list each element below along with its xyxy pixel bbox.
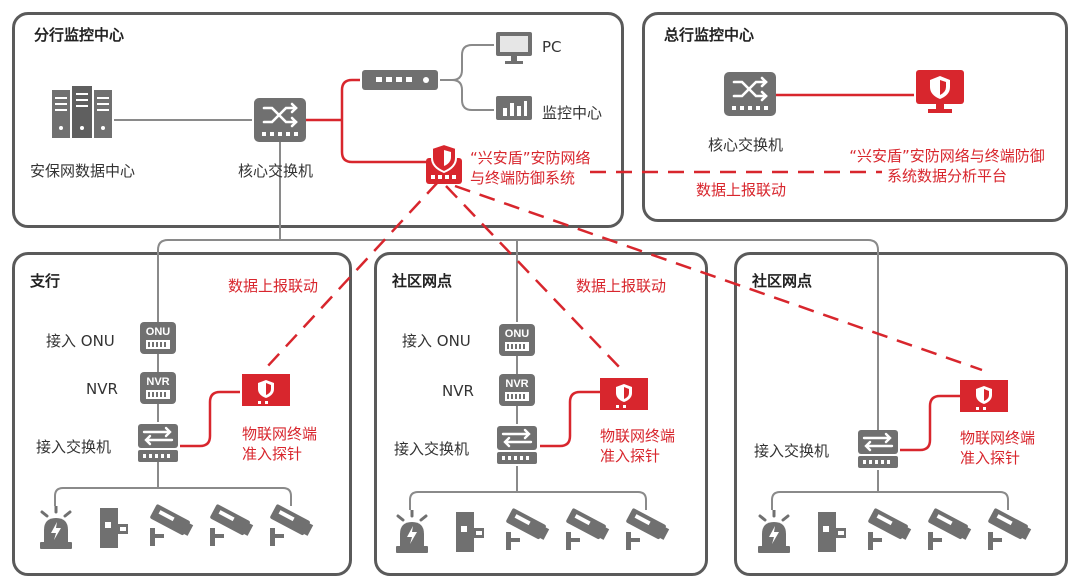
access-control-icon [816, 510, 848, 554]
alarm-light-icon [38, 506, 74, 550]
svg-text:NVR: NVR [505, 378, 528, 390]
shield-firewall-icon [424, 142, 464, 186]
branch-center-title: 分行监控中心 [34, 26, 125, 44]
nvr-device-icon: NVR [497, 372, 537, 408]
community1-report-label: 数据上报联动 [576, 277, 667, 295]
nvr-device-icon: NVR [138, 370, 178, 406]
core-switch-label: 核心交换机 [238, 162, 314, 180]
network-switch-icon [252, 96, 308, 144]
svg-text:ONU: ONU [505, 328, 530, 340]
head-center-title: 总行监控中心 [664, 26, 755, 44]
desktop-monitor-icon [494, 30, 534, 66]
cctv-camera-icon [924, 506, 972, 554]
analysis-platform-label: “兴安盾”安防网络与终端防御 系统数据分析平台 [842, 146, 1052, 186]
access-control-icon [98, 506, 130, 550]
probe-label: 物联网终端 准入探针 [242, 424, 317, 464]
sub-branch-report-label: 数据上报联动 [228, 277, 319, 295]
sub-branch-title: 支行 [30, 272, 61, 290]
cctv-camera-icon [146, 502, 194, 550]
probe-label-line2: 准入探针 [242, 445, 303, 463]
shield-monitor-icon [912, 68, 968, 116]
probe-label-line1: 物联网终端 [960, 429, 1036, 447]
nvr-label: NVR [442, 382, 474, 400]
access-switch-label: 接入交换机 [394, 440, 470, 458]
nvr-label: NVR [86, 380, 118, 398]
report-link-sub-branch [265, 181, 439, 369]
probe-label-line1: 物联网终端 [600, 427, 676, 445]
shield-probe-icon [240, 366, 292, 410]
access-onu-label: 接入 ONU [402, 332, 471, 350]
shield-probe-icon [598, 370, 650, 414]
access-onu-label: 接入 ONU [46, 332, 115, 350]
report-link-community-1 [445, 185, 623, 371]
community-outlet-title-1: 社区网点 [392, 272, 453, 290]
cctv-camera-icon [206, 502, 254, 550]
access-switch-label: 接入交换机 [36, 438, 112, 456]
cctv-camera-icon [864, 506, 912, 554]
cctv-camera-icon [266, 502, 314, 550]
analysis-platform-label-line2: 系统数据分析平台 [886, 167, 1007, 185]
analysis-platform-label-line1: “兴安盾”安防网络与终端防御 [849, 147, 1045, 165]
probe-label: 物联网终端 准入探针 [960, 428, 1035, 468]
access-switch-icon [136, 422, 180, 464]
probe-label-line1: 物联网终端 [242, 425, 318, 443]
defense-system-label-line2: 与终端防御系统 [470, 169, 576, 187]
head-office-monitoring-center-panel [642, 12, 1068, 222]
access-switch-icon [495, 424, 539, 466]
cctv-camera-icon [622, 506, 670, 554]
onu-device-icon: ONU [138, 320, 178, 356]
report-link-community-2 [454, 184, 983, 372]
alarm-light-icon [756, 510, 792, 554]
access-control-icon [454, 510, 486, 554]
probe-label-line2: 准入探针 [960, 449, 1021, 467]
cctv-camera-icon [502, 506, 550, 554]
cctv-camera-icon [562, 506, 610, 554]
svg-text:NVR: NVR [146, 376, 169, 388]
security-datacenter-label: 安保网数据中心 [30, 162, 136, 180]
monitor-center-label: 监控中心 [542, 104, 603, 122]
network-switch-icon [722, 70, 778, 118]
defense-system-label: “兴安盾”安防网络 与终端防御系统 [470, 148, 591, 188]
svg-text:ONU: ONU [146, 326, 171, 338]
bar-chart-monitor-icon [494, 94, 534, 124]
probe-label-line2: 准入探针 [600, 447, 661, 465]
cctv-camera-icon [984, 506, 1032, 554]
server-rack-icon [50, 84, 114, 140]
access-switch-icon [856, 428, 900, 470]
alarm-light-icon [394, 510, 430, 554]
community-outlet-title-2: 社区网点 [752, 272, 813, 290]
defense-system-label-line1: “兴安盾”安防网络 [470, 149, 591, 167]
head-core-switch-label: 核心交换机 [708, 136, 784, 154]
router-icon [360, 66, 440, 94]
access-switch-label: 接入交换机 [754, 442, 830, 460]
data-report-link-label: 数据上报联动 [696, 181, 787, 199]
onu-device-icon: ONU [497, 322, 537, 358]
shield-probe-icon [958, 372, 1010, 416]
probe-label: 物联网终端 准入探针 [600, 426, 675, 466]
pc-label: PC [542, 38, 562, 56]
core-firewall-link [340, 78, 426, 164]
